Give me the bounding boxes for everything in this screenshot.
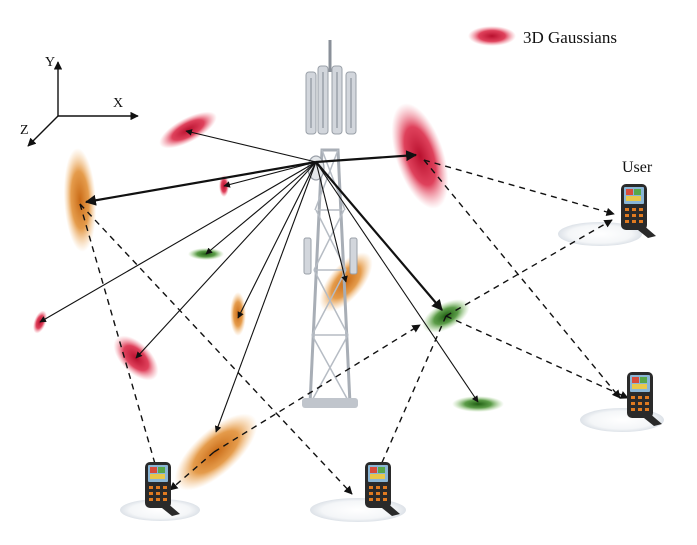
axis-z-label: Z <box>20 123 29 138</box>
scattered-rays <box>79 159 629 495</box>
coordinate-axes <box>27 61 139 147</box>
disk-right-top <box>558 222 642 246</box>
gaussian-orange-large-bottom <box>174 413 258 491</box>
red-gaussian-ellipse-icon <box>468 26 516 46</box>
user-label: User <box>622 159 653 176</box>
gaussian-red-top-left <box>159 111 217 149</box>
gaussian-red-large-right <box>391 103 449 209</box>
gaussian-orange-small-center <box>230 292 246 336</box>
axis-x-label: X <box>113 96 123 111</box>
legend-label: 3D Gaussians <box>523 28 617 47</box>
base-station-tower <box>302 40 358 408</box>
disk-bottom-left <box>120 499 200 521</box>
gaussian-green-bottom-right <box>452 396 504 412</box>
axis-y-label: Y <box>45 55 55 70</box>
transmitted-rays <box>39 129 479 433</box>
user-device-right-top <box>621 184 656 238</box>
gaussian-orange-tall-left <box>63 148 97 252</box>
